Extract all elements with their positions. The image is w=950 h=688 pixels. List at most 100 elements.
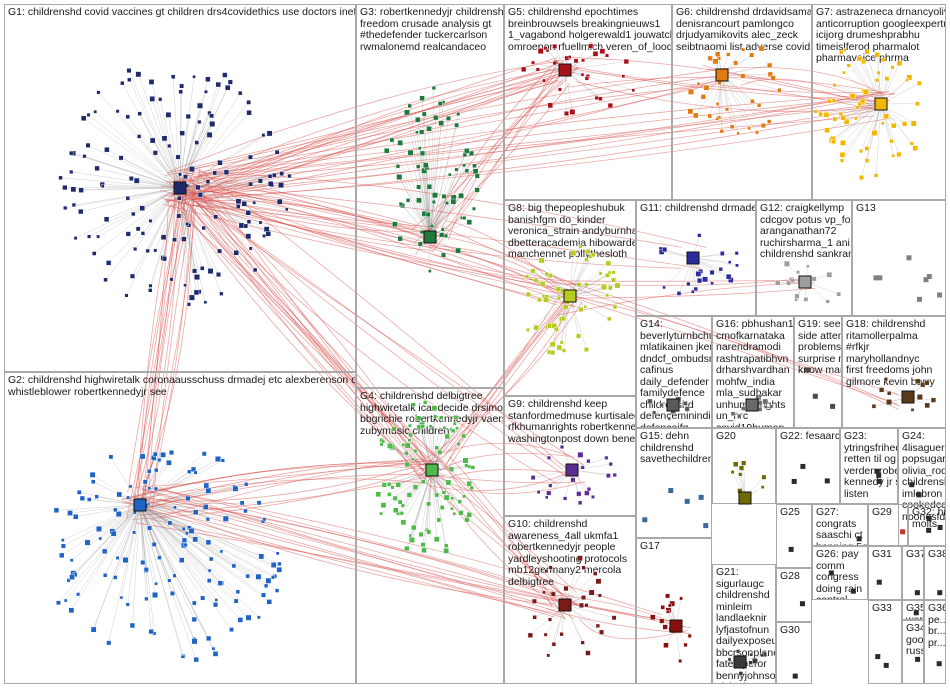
node <box>204 301 207 304</box>
node <box>275 589 279 593</box>
node <box>116 511 121 516</box>
node <box>247 100 251 104</box>
node <box>398 500 402 504</box>
node <box>748 127 751 130</box>
node <box>421 542 425 546</box>
node <box>392 222 397 227</box>
node <box>183 175 187 179</box>
node <box>892 154 895 157</box>
node <box>833 83 836 86</box>
node <box>731 412 735 416</box>
node <box>718 81 722 85</box>
node <box>158 97 162 101</box>
node <box>542 591 545 594</box>
node <box>576 491 581 496</box>
node <box>728 261 731 264</box>
node <box>582 595 586 599</box>
node <box>612 271 615 274</box>
node <box>547 456 551 460</box>
node <box>144 567 148 571</box>
node <box>873 275 878 280</box>
node <box>407 492 412 497</box>
node <box>437 518 441 522</box>
node <box>95 166 100 171</box>
node <box>126 603 130 607</box>
node <box>126 496 129 499</box>
node <box>586 249 591 254</box>
node <box>775 280 780 285</box>
node <box>196 185 201 190</box>
node <box>387 443 392 448</box>
node <box>601 284 606 289</box>
node <box>688 89 693 94</box>
node <box>457 442 460 445</box>
node <box>560 632 564 636</box>
node <box>925 381 930 386</box>
node <box>557 296 561 300</box>
node <box>879 388 884 393</box>
node <box>777 88 781 92</box>
node <box>917 394 922 399</box>
hub-node-g14 <box>667 399 679 411</box>
node <box>161 235 166 240</box>
node <box>253 201 256 204</box>
node <box>726 53 730 57</box>
node <box>145 597 149 601</box>
node <box>405 451 409 455</box>
node <box>99 537 102 540</box>
node <box>422 548 427 553</box>
node <box>243 509 247 513</box>
node <box>262 133 265 136</box>
node <box>106 261 111 266</box>
node <box>738 473 742 477</box>
node <box>660 403 664 407</box>
node <box>131 212 135 216</box>
node <box>916 492 921 497</box>
node <box>215 456 220 461</box>
node <box>216 82 221 87</box>
node <box>420 230 424 234</box>
node <box>554 327 558 331</box>
node <box>157 556 161 560</box>
node <box>877 71 880 74</box>
node <box>546 491 551 496</box>
node <box>423 401 427 405</box>
node <box>182 527 185 530</box>
node <box>685 499 690 504</box>
node <box>587 487 591 491</box>
node <box>76 593 80 597</box>
node <box>762 475 767 480</box>
node <box>534 325 539 330</box>
node <box>152 592 157 597</box>
node <box>285 208 288 211</box>
node <box>221 459 225 463</box>
node <box>562 349 566 353</box>
node <box>463 153 467 157</box>
node <box>687 282 691 286</box>
node <box>91 480 95 484</box>
node <box>192 601 196 605</box>
node <box>599 630 604 635</box>
node <box>427 530 431 534</box>
node <box>157 458 161 462</box>
node <box>915 657 920 662</box>
node <box>579 603 584 608</box>
node <box>179 84 183 88</box>
node <box>129 485 132 488</box>
node <box>883 114 888 119</box>
node <box>595 96 599 100</box>
node <box>825 478 830 483</box>
node <box>832 99 836 103</box>
node <box>204 90 207 93</box>
node <box>730 125 734 129</box>
node <box>194 290 199 295</box>
node <box>926 528 931 533</box>
node <box>421 424 425 428</box>
node <box>411 525 416 530</box>
node <box>133 247 137 251</box>
node <box>829 570 834 575</box>
node <box>160 452 165 457</box>
node <box>528 633 533 638</box>
node <box>537 298 541 302</box>
